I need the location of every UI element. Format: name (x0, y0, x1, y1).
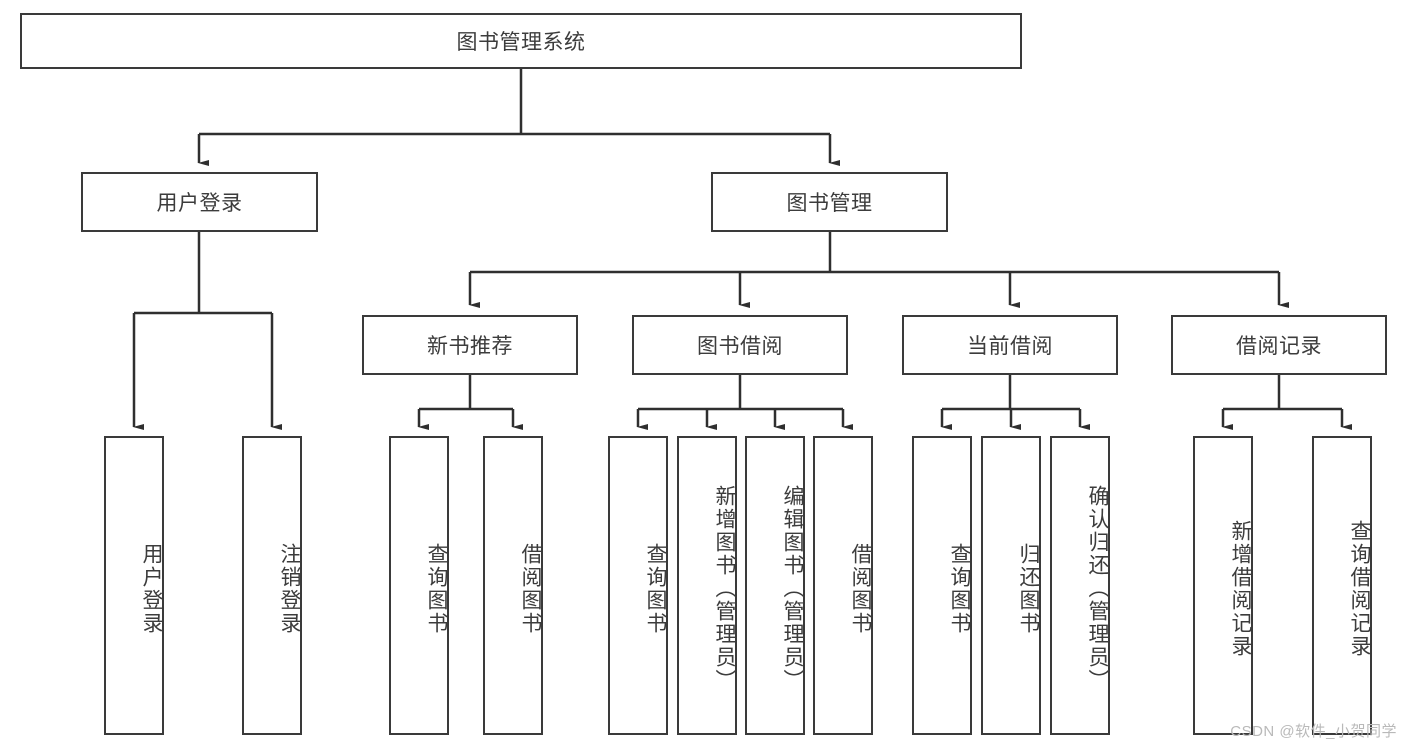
node-book-borrow[interactable]: 图书借阅 (632, 315, 848, 375)
node-label: 当前借阅 (967, 335, 1053, 358)
node-current-borrow[interactable]: 当前借阅 (902, 315, 1118, 375)
node-label: 归还图书 (1017, 542, 1040, 635)
node-label: 查询图书 (425, 542, 448, 635)
watermark: CSDN @软件_小贺同学 (1230, 723, 1397, 740)
leaf-query-book-borrow[interactable]: 查询图书 (608, 436, 668, 735)
leaf-borrow-book[interactable]: 借阅图书 (813, 436, 873, 735)
leaf-user-logout[interactable]: 注销登录 (242, 436, 302, 735)
node-label: 编辑图书（管理员） (781, 485, 804, 692)
node-label: 查询图书 (948, 542, 971, 635)
leaf-user-login[interactable]: 用户登录 (104, 436, 164, 735)
leaf-return-book[interactable]: 归还图书 (981, 436, 1041, 735)
node-root-book-management-system[interactable]: 图书管理系统 (20, 13, 1022, 69)
leaf-edit-book-admin[interactable]: 编辑图书（管理员） (745, 436, 805, 735)
leaf-confirm-return-admin[interactable]: 确认归还（管理员） (1050, 436, 1110, 735)
node-user-login[interactable]: 用户登录 (81, 172, 318, 232)
node-label: 用户登录 (156, 192, 243, 215)
node-book-management[interactable]: 图书管理 (711, 172, 948, 232)
leaf-add-borrow-record[interactable]: 新增借阅记录 (1193, 436, 1253, 735)
node-label: 查询借阅记录 (1348, 519, 1371, 658)
leaf-borrow-book-recommend[interactable]: 借阅图书 (483, 436, 543, 735)
leaf-query-book-recommend[interactable]: 查询图书 (389, 436, 449, 735)
leaf-query-book-current[interactable]: 查询图书 (912, 436, 972, 735)
node-label: 图书管理 (786, 192, 873, 215)
leaf-query-borrow-record[interactable]: 查询借阅记录 (1312, 436, 1372, 735)
node-label: 图书借阅 (697, 335, 783, 358)
node-label: 确认归还（管理员） (1086, 485, 1109, 692)
node-label: 借阅记录 (1236, 335, 1322, 358)
node-label: 注销登录 (278, 542, 301, 635)
node-label: 借阅图书 (849, 542, 872, 635)
leaf-add-book-admin[interactable]: 新增图书（管理员） (677, 436, 737, 735)
node-label: 新增图书（管理员） (713, 485, 736, 692)
node-label: 查询图书 (644, 542, 667, 635)
node-new-book-recommend[interactable]: 新书推荐 (362, 315, 578, 375)
node-label: 用户登录 (140, 542, 163, 635)
node-label: 图书管理系统 (456, 31, 586, 54)
node-borrow-records[interactable]: 借阅记录 (1171, 315, 1387, 375)
node-label: 新书推荐 (427, 335, 513, 358)
node-label: 借阅图书 (519, 542, 542, 635)
node-label: 新增借阅记录 (1229, 519, 1252, 658)
